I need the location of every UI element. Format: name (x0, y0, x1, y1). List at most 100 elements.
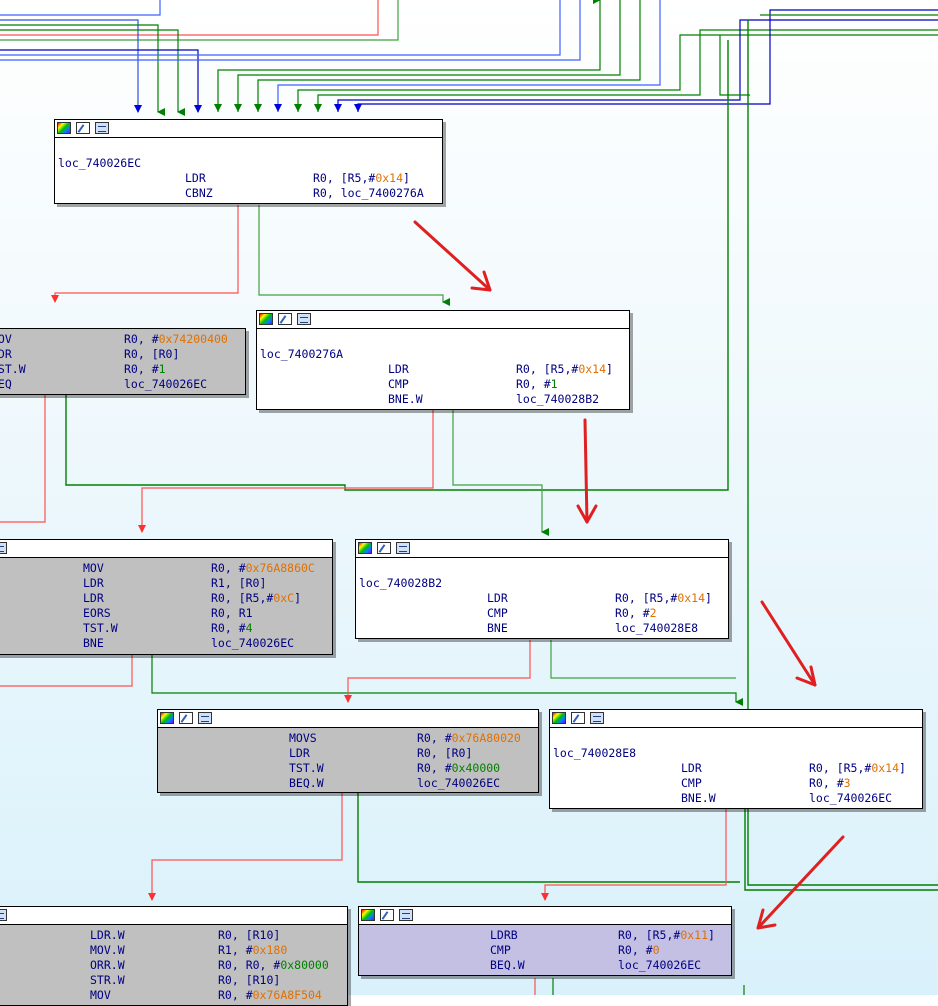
mnemonic: LDR (83, 591, 104, 605)
block-label[interactable]: loc_740028E8 (553, 746, 637, 760)
color-palette-icon[interactable] (552, 712, 566, 724)
block-header (359, 907, 731, 925)
mnemonic: CBNZ (185, 186, 213, 200)
code-block-loc-740028b2[interactable]: loc_740028B2 LDR R0, [R5,#0x14] CMP R0, … (355, 539, 729, 639)
color-palette-icon[interactable] (361, 909, 375, 921)
block-header (0, 907, 347, 925)
edge-green (317, 29, 938, 112)
graph-view-icon[interactable] (95, 122, 109, 134)
code-block-gray-1[interactable]: MOV R0, #0x74200400 LDR R0, [R0] TST.W R… (0, 328, 246, 395)
edge-blue (337, 19, 938, 112)
mnemonic: MOV (90, 988, 111, 1002)
operand: loc_740026EC (417, 776, 501, 790)
graph-view-icon[interactable] (0, 909, 7, 921)
edge-green (257, 0, 641, 112)
edge-blue (0, 0, 161, 16)
edge-green (0, 0, 399, 41)
graph-view-icon[interactable] (590, 712, 604, 724)
edit-pencil-icon[interactable] (380, 909, 394, 921)
edge-red (0, 0, 379, 36)
mnemonic: LDR (388, 362, 409, 376)
block-header (356, 540, 728, 558)
color-palette-icon[interactable] (358, 542, 372, 554)
operand: R0, #2 (615, 606, 657, 620)
block-label[interactable]: loc_740028B2 (359, 576, 443, 590)
code-block-loc-7400276a[interactable]: loc_7400276A LDR R0, [R5,#0x14] CMP R0, … (256, 310, 630, 410)
block-label[interactable]: loc_7400276A (260, 347, 344, 361)
mnemonic: CMP (681, 776, 702, 790)
mnemonic: ORR.W (90, 958, 125, 972)
code-block-gray-2[interactable]: MOV R0, #0x76A8860C LDR R1, [R0] LDR R0,… (0, 539, 333, 655)
operand: R0, [R10] (218, 973, 281, 987)
operand: R0, [R5,#0x14] (516, 362, 613, 376)
operand: R0, R0, #0x80000 (218, 958, 329, 972)
edit-pencil-icon[interactable] (179, 712, 193, 724)
operand: loc_740028E8 (615, 621, 699, 635)
mnemonic: LDR (289, 746, 310, 760)
graph-view-icon[interactable] (396, 542, 410, 554)
code-block-loc-740026ec[interactable]: loc_740026EC LDR R0, [R5,#0x14] CBNZ R0,… (54, 119, 443, 204)
mnemonic: LDR (487, 591, 508, 605)
edge-green (0, 24, 165, 116)
edge-blue (277, 0, 661, 112)
edge-green (719, 35, 750, 96)
edit-pencil-icon[interactable] (278, 313, 292, 325)
operand: R0, R1 (211, 606, 253, 620)
annotation-arrow-4 (756, 835, 845, 930)
edge-blue (0, 0, 581, 61)
operand: R0, [R5,#0x14] (313, 171, 410, 185)
operand: loc_740026EC (809, 791, 893, 805)
mnemonic: MOV (0, 332, 12, 346)
edit-pencil-icon[interactable] (377, 542, 391, 554)
annotation-arrow-1 (413, 220, 492, 292)
block-header (257, 311, 629, 329)
mnemonic: LDRB (490, 928, 518, 942)
edge-green (237, 0, 621, 112)
graph-view-icon[interactable] (399, 909, 413, 921)
mnemonic: LDR.W (90, 928, 125, 942)
operand: R0, loc_7400276A (313, 186, 424, 200)
mnemonic: LDR (681, 761, 702, 775)
mnemonic: BNE (83, 636, 104, 650)
operand: R1, #0x180 (218, 943, 288, 957)
mnemonic: BNE (487, 621, 508, 635)
operand: R0, [R0] (417, 746, 473, 760)
color-palette-icon[interactable] (57, 122, 71, 134)
operand: R0, [R5,#0x14] (615, 591, 712, 605)
mnemonic: CMP (490, 943, 511, 957)
edge-green (0, 29, 185, 116)
graph-view-icon[interactable] (0, 542, 7, 554)
code-block-purple[interactable]: LDRB R0, [R5,#0x11] CMP R0, #0 BEQ.W loc… (358, 906, 732, 976)
mnemonic: CMP (487, 606, 508, 620)
code-block-gray-3[interactable]: MOVS R0, #0x76A80020 LDR R0, [R0] TST.W … (157, 709, 539, 793)
mnemonic: TST.W (289, 761, 324, 775)
edit-pencil-icon[interactable] (571, 712, 585, 724)
block-header (55, 120, 442, 138)
block-label[interactable]: loc_740026EC (58, 156, 142, 170)
operand: R0, #0x76A80020 (417, 731, 521, 745)
color-palette-icon[interactable] (160, 712, 174, 724)
operand: loc_740026EC (618, 958, 702, 972)
block-header (0, 540, 332, 558)
mnemonic: LDR (0, 347, 12, 361)
mnemonic: TST.W (83, 621, 118, 635)
mnemonic: EORS (83, 606, 111, 620)
operand: loc_740026EC (211, 636, 295, 650)
graph-view-icon[interactable] (198, 712, 212, 724)
code-block-gray-4[interactable]: LDR.W R0, [R10] MOV.W R1, #0x180 ORR.W R… (0, 906, 348, 1006)
color-palette-icon[interactable] (259, 313, 273, 325)
code-block-loc-740028e8[interactable]: loc_740028E8 LDR R0, [R5,#0x14] CMP R0, … (549, 709, 923, 809)
edge-green (217, 0, 601, 112)
edge-blue (0, 49, 202, 113)
graph-view-icon[interactable] (297, 313, 311, 325)
operand: loc_740028B2 (516, 392, 600, 406)
mnemonic: CMP (388, 377, 409, 391)
mnemonic: LDR (185, 171, 206, 185)
edge-blue (357, 9, 938, 112)
operand: R1, [R0] (211, 576, 267, 590)
edge-blue (0, 0, 561, 56)
operand: R0, #0x76A8860C (211, 561, 315, 575)
operand: R0, [R5,#0xC] (211, 591, 302, 605)
edit-pencil-icon[interactable] (76, 122, 90, 134)
